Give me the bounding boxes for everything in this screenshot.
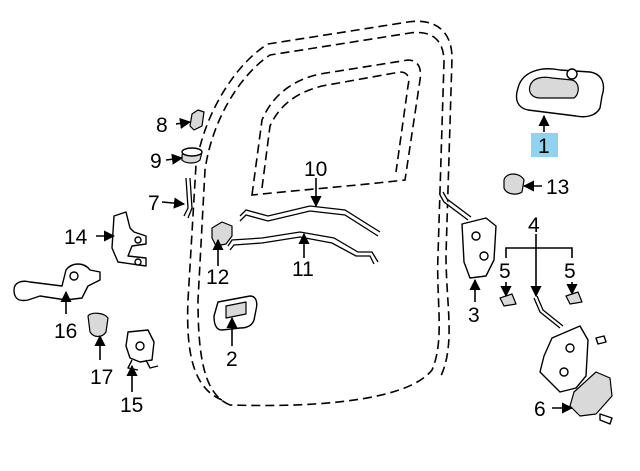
callout-8[interactable]: 8 (156, 114, 168, 137)
part-11-rod (227, 231, 379, 265)
callout-3[interactable]: 3 (468, 304, 480, 327)
part-8-clip (189, 109, 205, 131)
part-12-bracket (211, 221, 233, 247)
part-10-rod (239, 205, 381, 237)
part-9-grommet (181, 147, 203, 164)
callout-labels: 1 2 3 4 5 5 6 7 8 9 10 11 12 13 14 15 16… (54, 114, 576, 421)
part-15-striker (125, 329, 159, 371)
part-2-bezel (213, 295, 258, 331)
part-5-clip-right (565, 291, 583, 305)
callout-12[interactable]: 12 (206, 266, 229, 289)
part-4-lock-assembly (533, 295, 607, 393)
callout-16[interactable]: 16 (54, 320, 77, 343)
part-16-inner-handle (13, 263, 101, 302)
part-13-clip (503, 173, 525, 195)
callout-10[interactable]: 10 (304, 158, 327, 181)
door-outline (186, 20, 453, 407)
callout-1[interactable]: 1 (538, 135, 550, 158)
callout-9[interactable]: 9 (150, 150, 162, 173)
callout-4[interactable]: 4 (528, 214, 540, 237)
callout-11[interactable]: 11 (292, 258, 314, 281)
callout-17[interactable]: 17 (90, 366, 113, 389)
part-17-knob (87, 312, 109, 338)
callout-6[interactable]: 6 (534, 398, 546, 421)
callout-7[interactable]: 7 (148, 192, 160, 215)
part-1-outer-handle (515, 68, 605, 118)
callout-14[interactable]: 14 (64, 226, 88, 249)
callout-1-highlight (531, 133, 558, 157)
part-6-actuator (569, 371, 613, 425)
callout-2[interactable]: 2 (226, 348, 238, 371)
part-5-clip-left (499, 293, 517, 307)
callout-5-left[interactable]: 5 (499, 260, 511, 283)
callout-13[interactable]: 13 (546, 176, 569, 199)
leader-lines (60, 114, 578, 414)
callout-5-right[interactable]: 5 (564, 260, 576, 283)
part-14-hinge (111, 211, 147, 267)
part-3-lock (439, 191, 497, 279)
part-7-rod (183, 177, 193, 219)
callout-15[interactable]: 15 (120, 394, 143, 417)
